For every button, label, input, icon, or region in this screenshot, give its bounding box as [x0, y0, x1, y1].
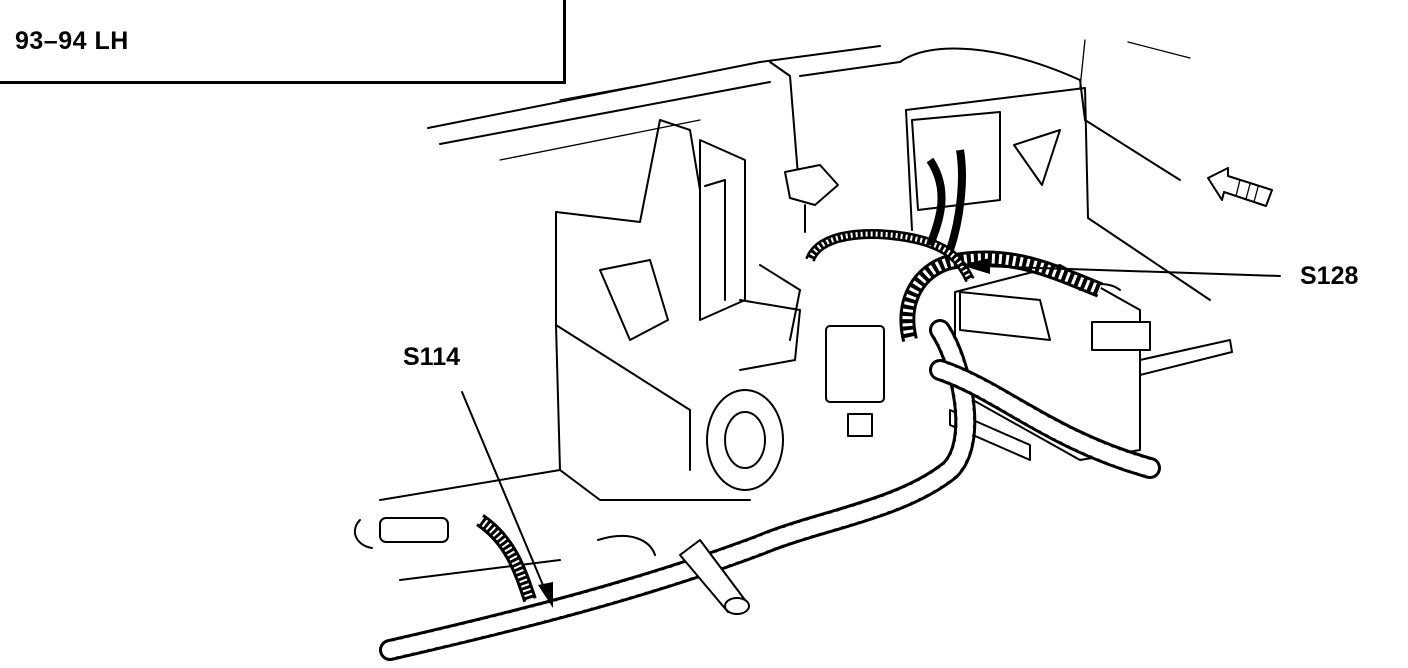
cowl-lines — [427, 39, 1191, 201]
title-box: 93–94 LH — [0, 0, 566, 84]
diagram-title: 93–94 LH — [15, 27, 129, 55]
front-direction-arrow-icon — [1207, 167, 1273, 207]
wiring-harness — [353, 149, 1161, 661]
splice-label-s114: S114 — [403, 343, 461, 371]
splice-label-s128: S128 — [1300, 262, 1359, 290]
firewall-panel — [905, 87, 1211, 301]
inner-fender — [379, 119, 801, 581]
leader-lines — [461, 258, 1281, 608]
